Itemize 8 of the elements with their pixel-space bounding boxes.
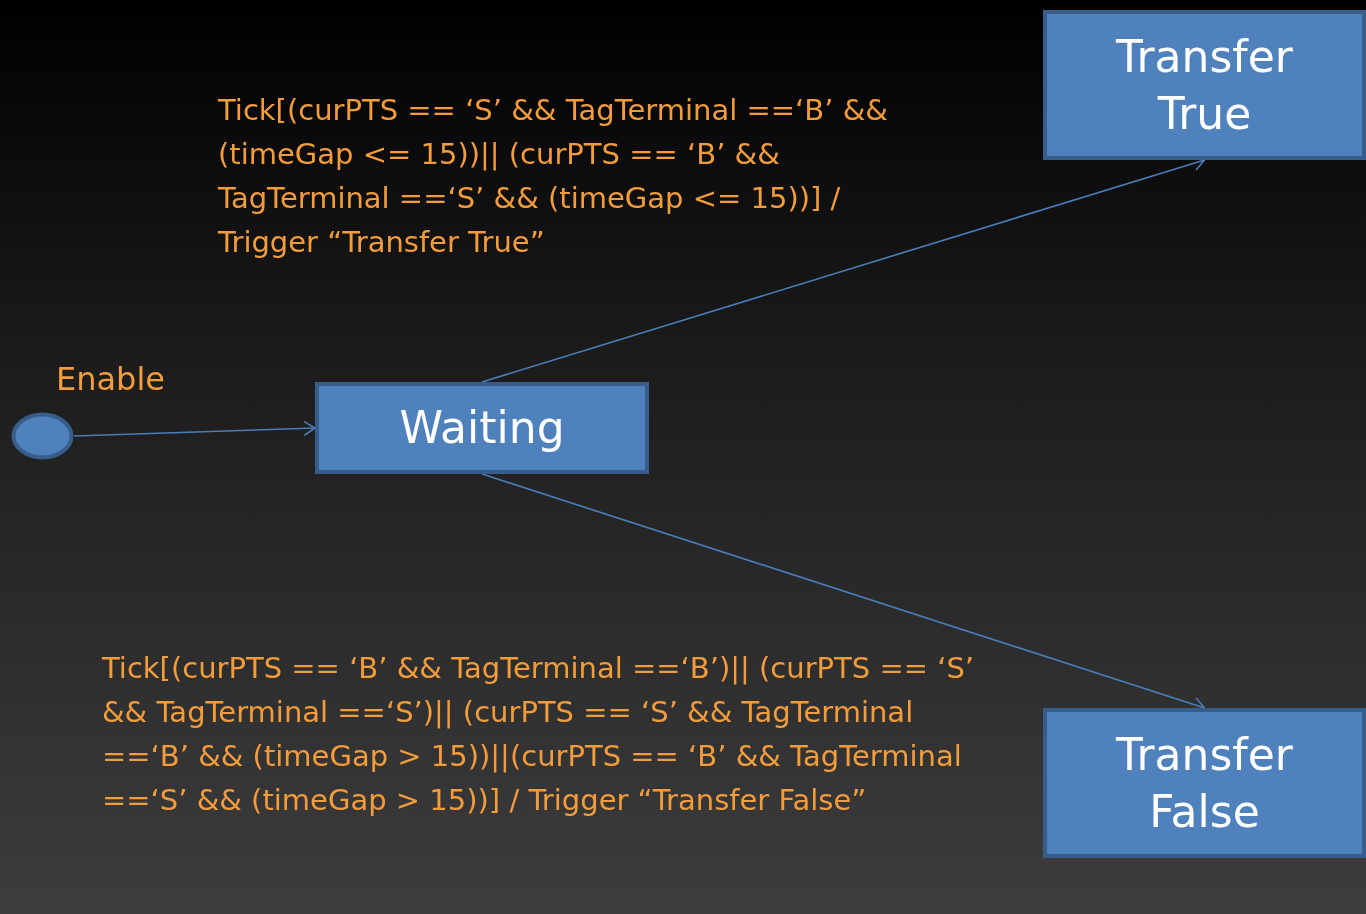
edge-label: Tick[(curPTS == ‘B’ && TagTerminal ==‘B’)|| (curPTS == ‘S’ && TagTerminal ==‘S’)|| (curPTS == ‘S’ && TagTerminal ==‘B’ && (timeGap > 15))||(curPTS == ‘B’ && TagTerminal ==‘S’ && (timeGap > 15))] / Trigger “Transfer False”	[102, 650, 976, 819]
start-circle	[11, 412, 74, 460]
state-box: Transfer False	[1043, 708, 1366, 858]
transition-arrow	[73, 420, 316, 437]
edge-label: Tick[(curPTS == ‘S’ && TagTerminal ==‘B’ && (timeGap <= 15))|| (curPTS == ‘B’ && TagTerminal ==‘S’ && (timeGap <= 15))] / Trigger “Transfer True”	[218, 92, 889, 261]
node-caption: Enable	[56, 360, 165, 398]
state-box: Transfer True	[1043, 10, 1366, 160]
state-box: Waiting	[315, 382, 649, 474]
